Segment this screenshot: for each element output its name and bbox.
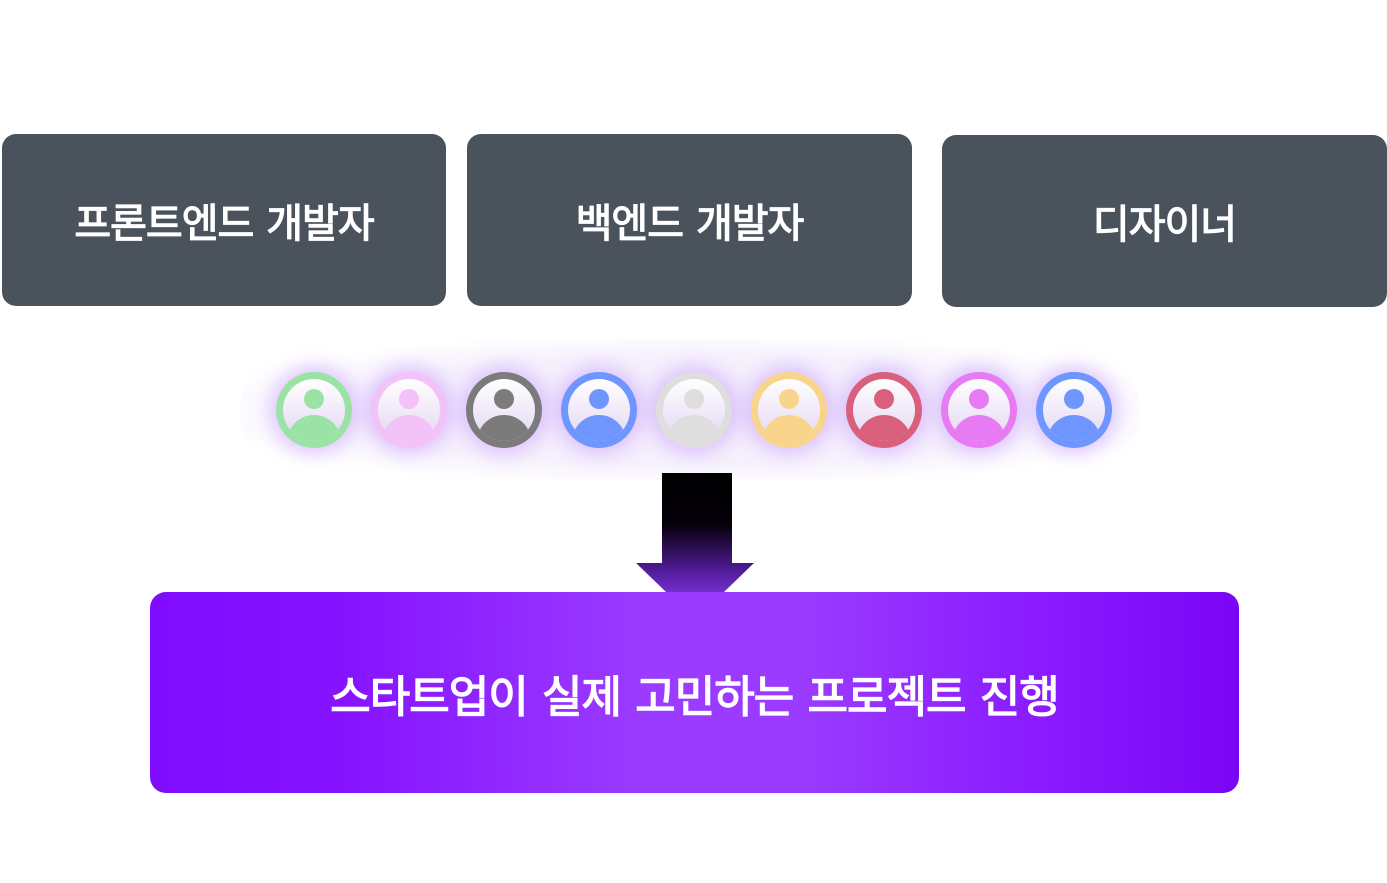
team-member-avatars xyxy=(240,340,1140,480)
project-result-label: 스타트업이 실제 고민하는 프로젝트 진행 xyxy=(330,671,1059,723)
person-body-icon xyxy=(477,415,531,441)
avatar-inner xyxy=(1043,379,1105,441)
avatar-8 xyxy=(941,372,1017,448)
avatar-inner xyxy=(283,379,345,441)
person-head-icon xyxy=(304,389,324,409)
avatar-1 xyxy=(276,372,352,448)
avatar-inner xyxy=(568,379,630,441)
person-head-icon xyxy=(1064,389,1084,409)
avatar-2 xyxy=(371,372,447,448)
avatar-inner xyxy=(663,379,725,441)
avatar-6 xyxy=(751,372,827,448)
role-box-designer: 디자이너 xyxy=(942,135,1387,307)
person-head-icon xyxy=(874,389,894,409)
person-body-icon xyxy=(762,415,816,441)
person-head-icon xyxy=(684,389,704,409)
avatar-inner xyxy=(378,379,440,441)
person-body-icon xyxy=(572,415,626,441)
avatar-4 xyxy=(561,372,637,448)
role-box-frontend: 프론트엔드 개발자 xyxy=(2,134,446,306)
person-head-icon xyxy=(399,389,419,409)
person-head-icon xyxy=(969,389,989,409)
person-head-icon xyxy=(589,389,609,409)
avatar-inner xyxy=(948,379,1010,441)
avatar-3 xyxy=(466,372,542,448)
person-body-icon xyxy=(952,415,1006,441)
avatar-inner xyxy=(758,379,820,441)
role-label-frontend: 프론트엔드 개발자 xyxy=(74,201,374,247)
person-head-icon xyxy=(779,389,799,409)
avatar-inner xyxy=(853,379,915,441)
person-head-icon xyxy=(494,389,514,409)
avatar-5 xyxy=(656,372,732,448)
down-arrow-icon xyxy=(636,473,754,620)
avatar-inner xyxy=(473,379,535,441)
role-label-designer: 디자이너 xyxy=(1092,202,1237,248)
role-label-backend: 백엔드 개발자 xyxy=(575,201,805,247)
person-body-icon xyxy=(857,415,911,441)
avatar-7 xyxy=(846,372,922,448)
person-body-icon xyxy=(287,415,341,441)
person-body-icon xyxy=(382,415,436,441)
person-body-icon xyxy=(1047,415,1101,441)
project-result-box: 스타트업이 실제 고민하는 프로젝트 진행 xyxy=(150,592,1239,793)
person-body-icon xyxy=(667,415,721,441)
role-box-backend: 백엔드 개발자 xyxy=(467,134,912,306)
avatar-9 xyxy=(1036,372,1112,448)
